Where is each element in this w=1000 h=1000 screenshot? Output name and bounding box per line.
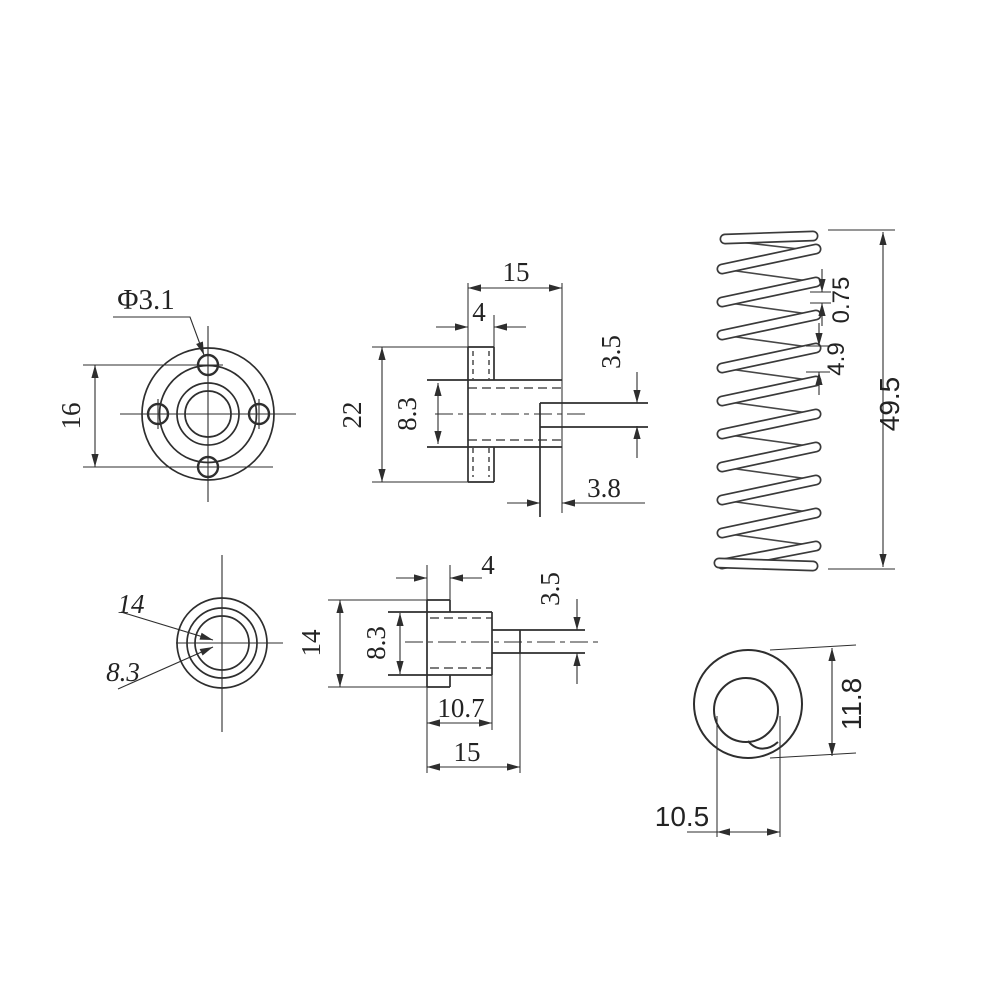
leader-bore-dia-8-3: 8.3 [106,646,214,690]
dim-label-flange-thickness: 4 [472,297,486,327]
dim-flange-dia-22: 22 [337,346,490,483]
dim-label-body-dia: 14 [118,589,145,619]
dim-hole-dia-leader: Φ3.1 [113,284,205,356]
nut-hidden-lines [435,351,585,477]
dim-boss-height-3-5: 3.5 [596,335,641,458]
dim-boss-length-3-8: 3.8 [507,473,645,507]
dim-coil-pitch-4-9: 4.9 [806,323,850,395]
dim2-boss-height-3-5: 3.5 [535,572,581,684]
dim-free-length-49-5: 49.5 [828,229,905,570]
dim-wire-dia-0-75: 0.75 [810,269,855,326]
spring-side-view: 0.75 4.9 49.5 [713,229,905,572]
round-nut-circles [176,597,268,689]
nut-section-top-view: 15 4 22 8.3 3.5 3.8 [337,257,648,517]
nut2-hidden-lines [405,617,598,669]
dim2-body-length-10-7: 10.7 [427,693,492,727]
dim2-total-length-15: 15 [427,737,520,771]
flange-circles [141,347,275,481]
nut-front-bottom-view: 14 8.3 [106,555,283,732]
spring-front-strands [713,230,822,572]
dim-bore-dia-8-3: 8.3 [392,383,442,444]
dim-label-boss-height: 3.5 [596,335,626,369]
dim-label-free-length: 49.5 [874,377,905,432]
dim-label-flange-dia-2: 14 [296,629,326,657]
dim-label-coil-pitch: 4.9 [823,342,850,375]
nut-section-bottom-view: 4 14 8.3 3.5 10.7 15 [296,550,598,773]
dim2-flange-dia-14: 14 [296,599,427,688]
dim-flange-thickness-4: 4 [436,297,526,331]
dim-label-hole-dia: Φ3.1 [117,284,174,316]
dim-label-flange-thickness-2: 4 [481,550,495,580]
dim-label-total-length: 15 [503,257,530,287]
dim-total-length-15: 15 [468,257,562,292]
leader-body-dia-14: 14 [118,589,214,641]
dim-label-spring-outer-dia: 11.8 [836,678,867,730]
dim-label-wire-dia: 0.75 [828,277,855,324]
dim-spring-inner-dia-10-5: 10.5 [655,716,781,837]
dim-label-boss-height-2: 3.5 [535,572,565,606]
dim-label-bore-dia-3: 8.3 [361,626,391,660]
dim-bolt-spacing-16: 16 [56,364,273,468]
spring-end-wire [693,649,803,759]
round-nut-centerlines [176,555,283,732]
spring-end-view: 11.8 10.5 [655,644,867,837]
dim-label-flange-dia: 22 [337,402,367,429]
dim-label-bolt-spacing: 16 [56,403,86,430]
nut-flange-front-view: 16 Φ3.1 [56,284,296,502]
dim2-flange-thickness-4: 4 [396,550,495,582]
dim-spring-outer-dia-11-8: 11.8 [769,644,867,759]
dim2-bore-dia-8-3: 8.3 [361,613,404,674]
nut-outline [427,283,648,517]
dim-label-total-length-2: 15 [454,737,481,767]
dim-label-boss-length: 3.8 [587,473,621,503]
dim-label-spring-inner-dia: 10.5 [655,801,710,832]
dim-label-bore-dia-2: 8.3 [106,657,140,687]
dim-label-bore-dia: 8.3 [392,397,422,431]
dim-label-body-length: 10.7 [437,693,484,723]
